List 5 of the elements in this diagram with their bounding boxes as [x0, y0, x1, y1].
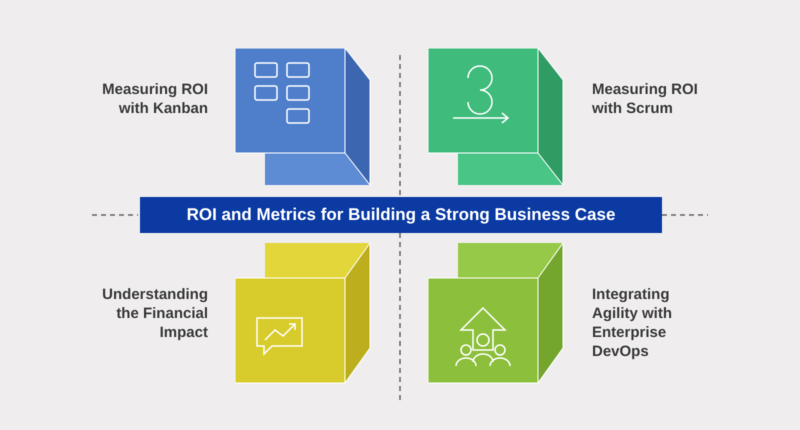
title-banner: ROI and Metrics for Building a Strong Business Case [140, 197, 662, 233]
caption-text: Measuring ROI with Kanban [101, 80, 208, 118]
caption-text: Understanding the Financial Impact [101, 285, 208, 342]
caption-text: Measuring ROI with Scrum [592, 80, 699, 118]
caption-text: Integrating Agility with Enterprise DevOps [592, 285, 673, 361]
